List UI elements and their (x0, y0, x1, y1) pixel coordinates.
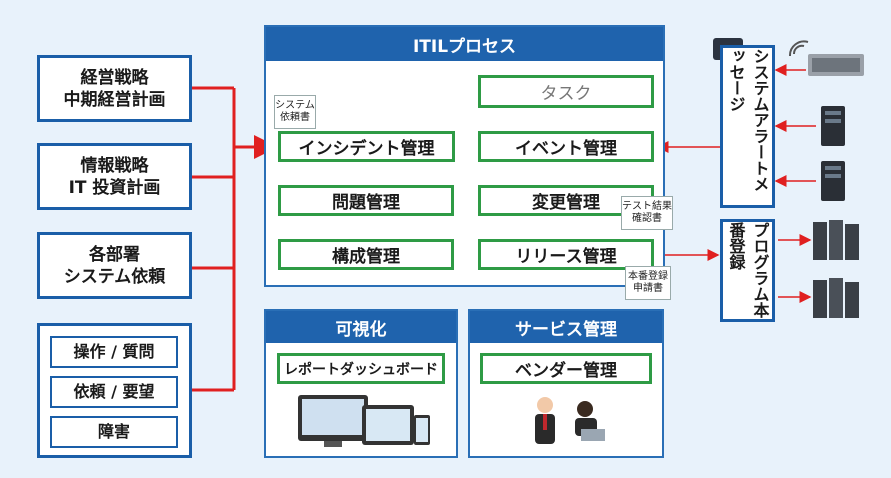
task-box: タスク (478, 75, 654, 108)
failure-box: 障害 (50, 416, 178, 448)
server-rack-icon (813, 220, 859, 260)
dept-request-box: 各部署 システム依頼 (37, 232, 192, 299)
devices-icon (298, 395, 430, 447)
dept-request-line2: システム依頼 (63, 266, 166, 287)
visualization-panel: 可視化 レポートダッシュボード (264, 309, 458, 458)
it-strategy-box: 情報戦略 IT 投資計画 (37, 143, 192, 210)
request-demand-box: 依頼 / 要望 (50, 376, 178, 408)
test-result-doc-line2: 確認書 (632, 213, 662, 224)
strategy-box: 経営戦略 中期経営計画 (37, 55, 192, 122)
test-result-doc-line1: テスト結果 (622, 201, 672, 212)
release-application-doc-line2: 申請書 (633, 283, 663, 294)
test-result-doc-icon: テスト結果 確認書 (621, 196, 673, 230)
operation-question-box: 操作 / 質問 (50, 336, 178, 368)
system-request-doc-line1: システム (275, 100, 315, 111)
it-strategy-line1: 情報戦略 (80, 155, 149, 176)
program-release-box: プログラム本番登録 (720, 219, 775, 322)
strategy-line2: 中期経営計画 (63, 89, 166, 110)
strategy-line1: 経営戦略 (80, 67, 149, 88)
report-dashboard-box: レポートダッシュボード (277, 353, 445, 384)
release-management-box: リリース管理 (478, 239, 654, 270)
incident-management-box: インシデント管理 (278, 131, 455, 162)
service-management-title: サービス管理 (470, 311, 662, 343)
itil-title: ITILプロセス (266, 27, 663, 61)
event-management-box: イベント管理 (478, 131, 654, 162)
configuration-management-box: 構成管理 (278, 239, 454, 270)
problem-management-box: 問題管理 (278, 185, 454, 216)
release-application-doc-line1: 本番登録 (628, 271, 668, 282)
visualization-title: 可視化 (266, 311, 456, 343)
dept-request-line1: 各部署 (89, 244, 140, 265)
service-management-panel: サービス管理 ベンダー管理 (468, 309, 664, 458)
system-request-doc-icon: システム 依頼書 (274, 95, 316, 129)
it-strategy-line2: IT 投資計画 (68, 177, 161, 198)
people-icon (535, 397, 605, 444)
system-request-doc-line2: 依頼書 (280, 112, 310, 123)
system-alert-message-box: システムアラートメッセージ (720, 45, 775, 208)
network-device-icon (788, 40, 864, 76)
server-rack-icon (813, 278, 859, 318)
server-icon (821, 161, 845, 201)
vendor-management-box: ベンダー管理 (480, 353, 652, 384)
release-application-doc-icon: 本番登録 申請書 (625, 266, 671, 300)
user-input-group: 操作 / 質問 依頼 / 要望 障害 (37, 323, 192, 458)
server-icon (821, 106, 845, 146)
